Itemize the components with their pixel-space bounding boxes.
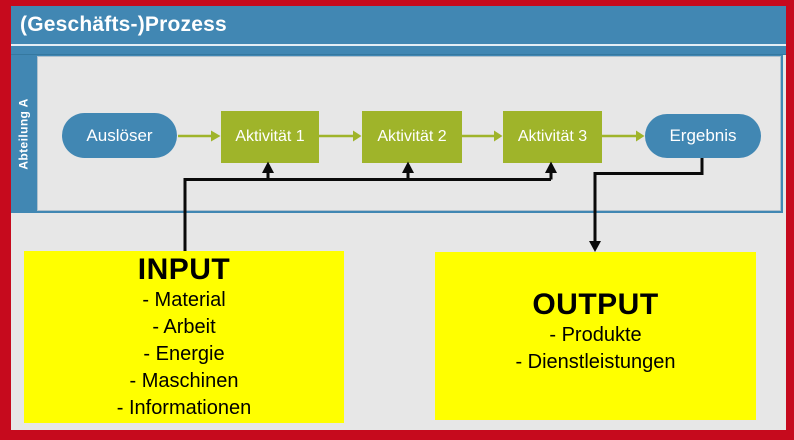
swimlane-label-text: Abteilung A (17, 98, 31, 170)
header-divider-strip (11, 46, 786, 55)
input-item: - Maschinen (129, 370, 239, 392)
output-box: OUTPUT - Produkte - Dienstleistungen (435, 252, 756, 420)
swimlane-label: Abteilung A (11, 55, 37, 213)
node-activity-3-label: Aktivität 3 (517, 128, 588, 145)
output-title: OUTPUT (532, 288, 659, 321)
node-activity-2: Aktivität 2 (362, 111, 462, 163)
input-item: - Energie (143, 343, 225, 365)
input-item: - Informationen (116, 397, 252, 419)
node-activity-3: Aktivität 3 (503, 111, 602, 163)
input-item: - Material (142, 289, 226, 311)
node-trigger-label: Auslöser (86, 125, 153, 145)
process-title: (Geschäfts-)Prozess (20, 13, 227, 36)
process-header: (Geschäfts-)Prozess (11, 6, 786, 46)
node-result-label: Ergebnis (669, 126, 737, 145)
node-result: Ergebnis (645, 114, 761, 158)
output-item: - Dienstleistungen (515, 351, 676, 373)
node-trigger: Auslöser (62, 113, 177, 158)
input-item: - Arbeit (152, 316, 216, 338)
input-title: INPUT (137, 253, 231, 286)
input-box: INPUT - Material - Arbeit - Energie - Ma… (24, 251, 344, 423)
node-activity-1-label: Aktivität 1 (235, 128, 305, 145)
node-activity-2-label: Aktivität 2 (377, 128, 447, 145)
output-item: - Produkte (549, 324, 642, 346)
node-activity-1: Aktivität 1 (221, 111, 319, 163)
